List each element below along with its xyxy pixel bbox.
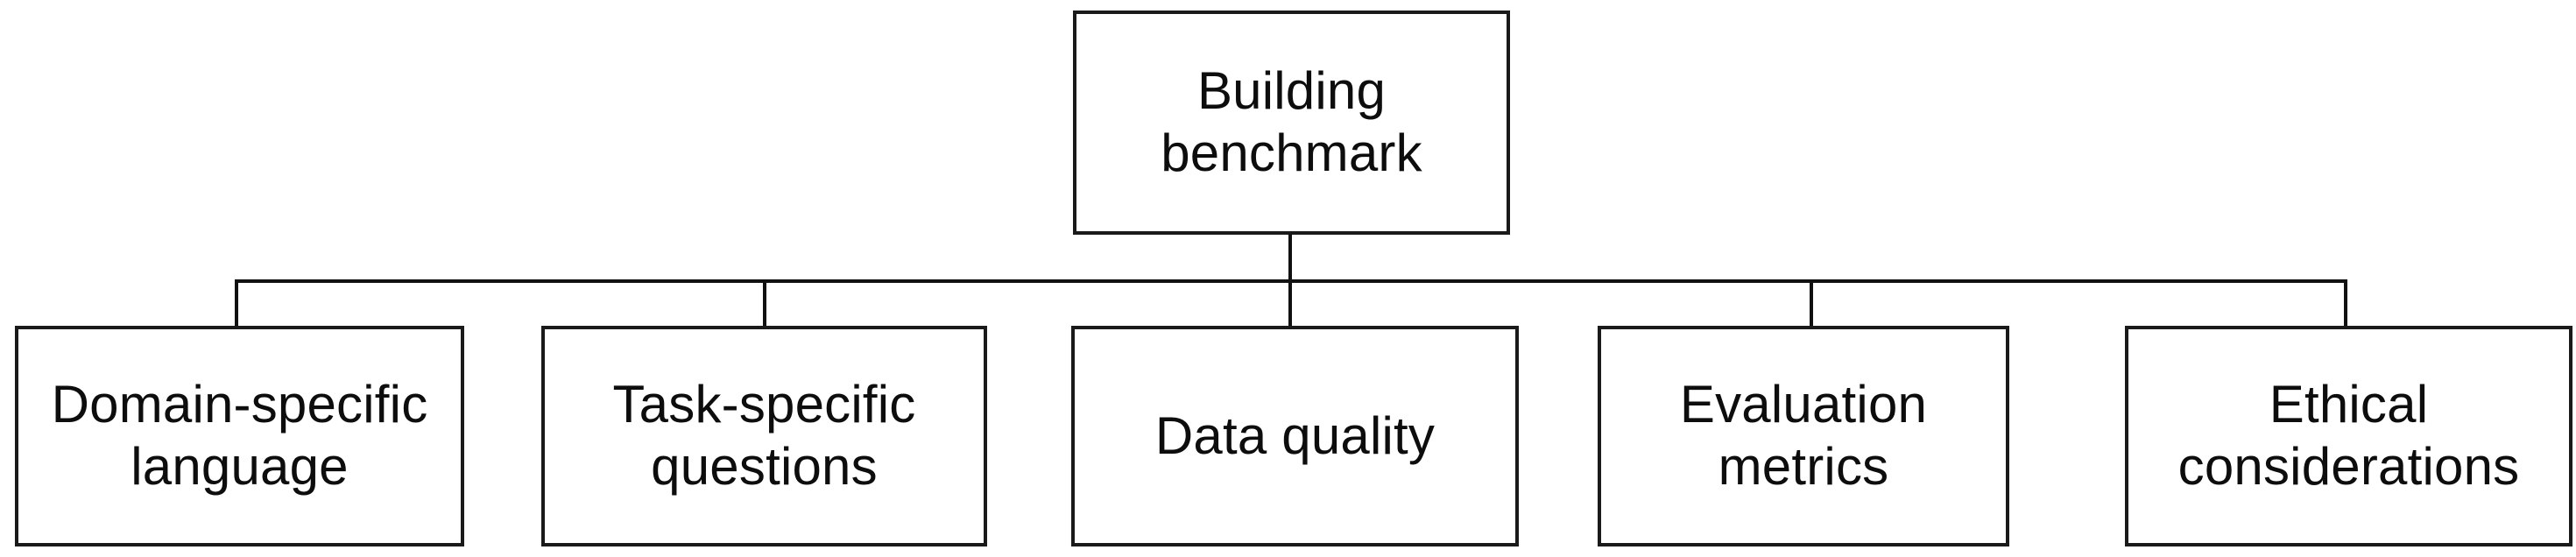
node-label-ethical-considerations: Ethical considerations bbox=[2177, 375, 2520, 496]
connector-drop-evaluation-metrics bbox=[1810, 279, 1813, 328]
node-label-evaluation-metrics: Evaluation metrics bbox=[1679, 375, 1928, 496]
connector-root-trunk bbox=[1288, 234, 1292, 283]
node-ethical-considerations[interactable]: Ethical considerations bbox=[2125, 326, 2572, 546]
node-building-benchmark[interactable]: Building benchmark bbox=[1073, 11, 1510, 235]
node-label-task-specific-questions: Task-specific questions bbox=[612, 375, 916, 496]
connector-drop-data-quality bbox=[1288, 279, 1292, 328]
node-label-building-benchmark: Building benchmark bbox=[1161, 61, 1422, 182]
node-task-specific-questions[interactable]: Task-specific questions bbox=[541, 326, 987, 546]
connector-drop-task-specific-questions bbox=[763, 279, 766, 328]
node-evaluation-metrics[interactable]: Evaluation metrics bbox=[1598, 326, 2009, 546]
node-domain-specific-language[interactable]: Domain-specific language bbox=[15, 326, 464, 546]
node-data-quality[interactable]: Data quality bbox=[1071, 326, 1519, 546]
node-label-domain-specific-language: Domain-specific language bbox=[51, 375, 428, 496]
connector-drop-ethical-considerations bbox=[2344, 279, 2347, 328]
connector-drop-domain-specific-language bbox=[235, 279, 238, 328]
node-label-data-quality: Data quality bbox=[1154, 405, 1436, 465]
